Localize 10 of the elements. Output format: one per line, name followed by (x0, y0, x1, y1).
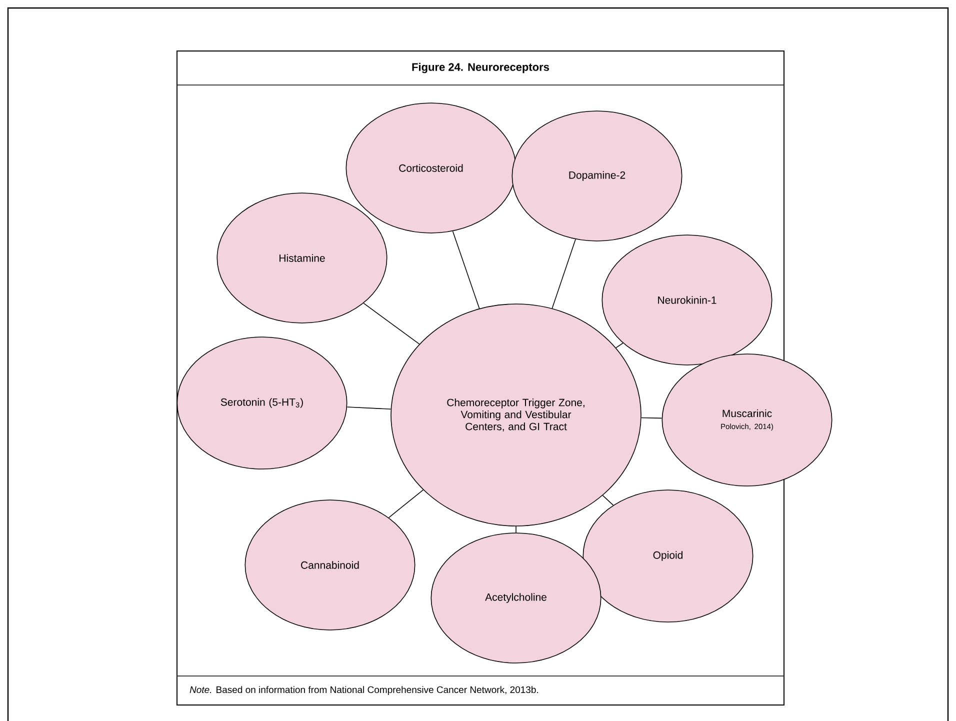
connector-line (452, 230, 480, 309)
connector-line (346, 406, 392, 410)
connector-line (552, 238, 576, 309)
connector-line (616, 342, 624, 348)
note-text: Note. Based on information from National Comprehensive Cancer Network, 2013b. (190, 686, 538, 695)
connector-line (640, 417, 662, 419)
figure-title: Figure 24. Neuroreceptors (412, 62, 550, 74)
connector-line (602, 495, 614, 506)
connector-line (388, 489, 424, 518)
connector-line (363, 302, 420, 344)
